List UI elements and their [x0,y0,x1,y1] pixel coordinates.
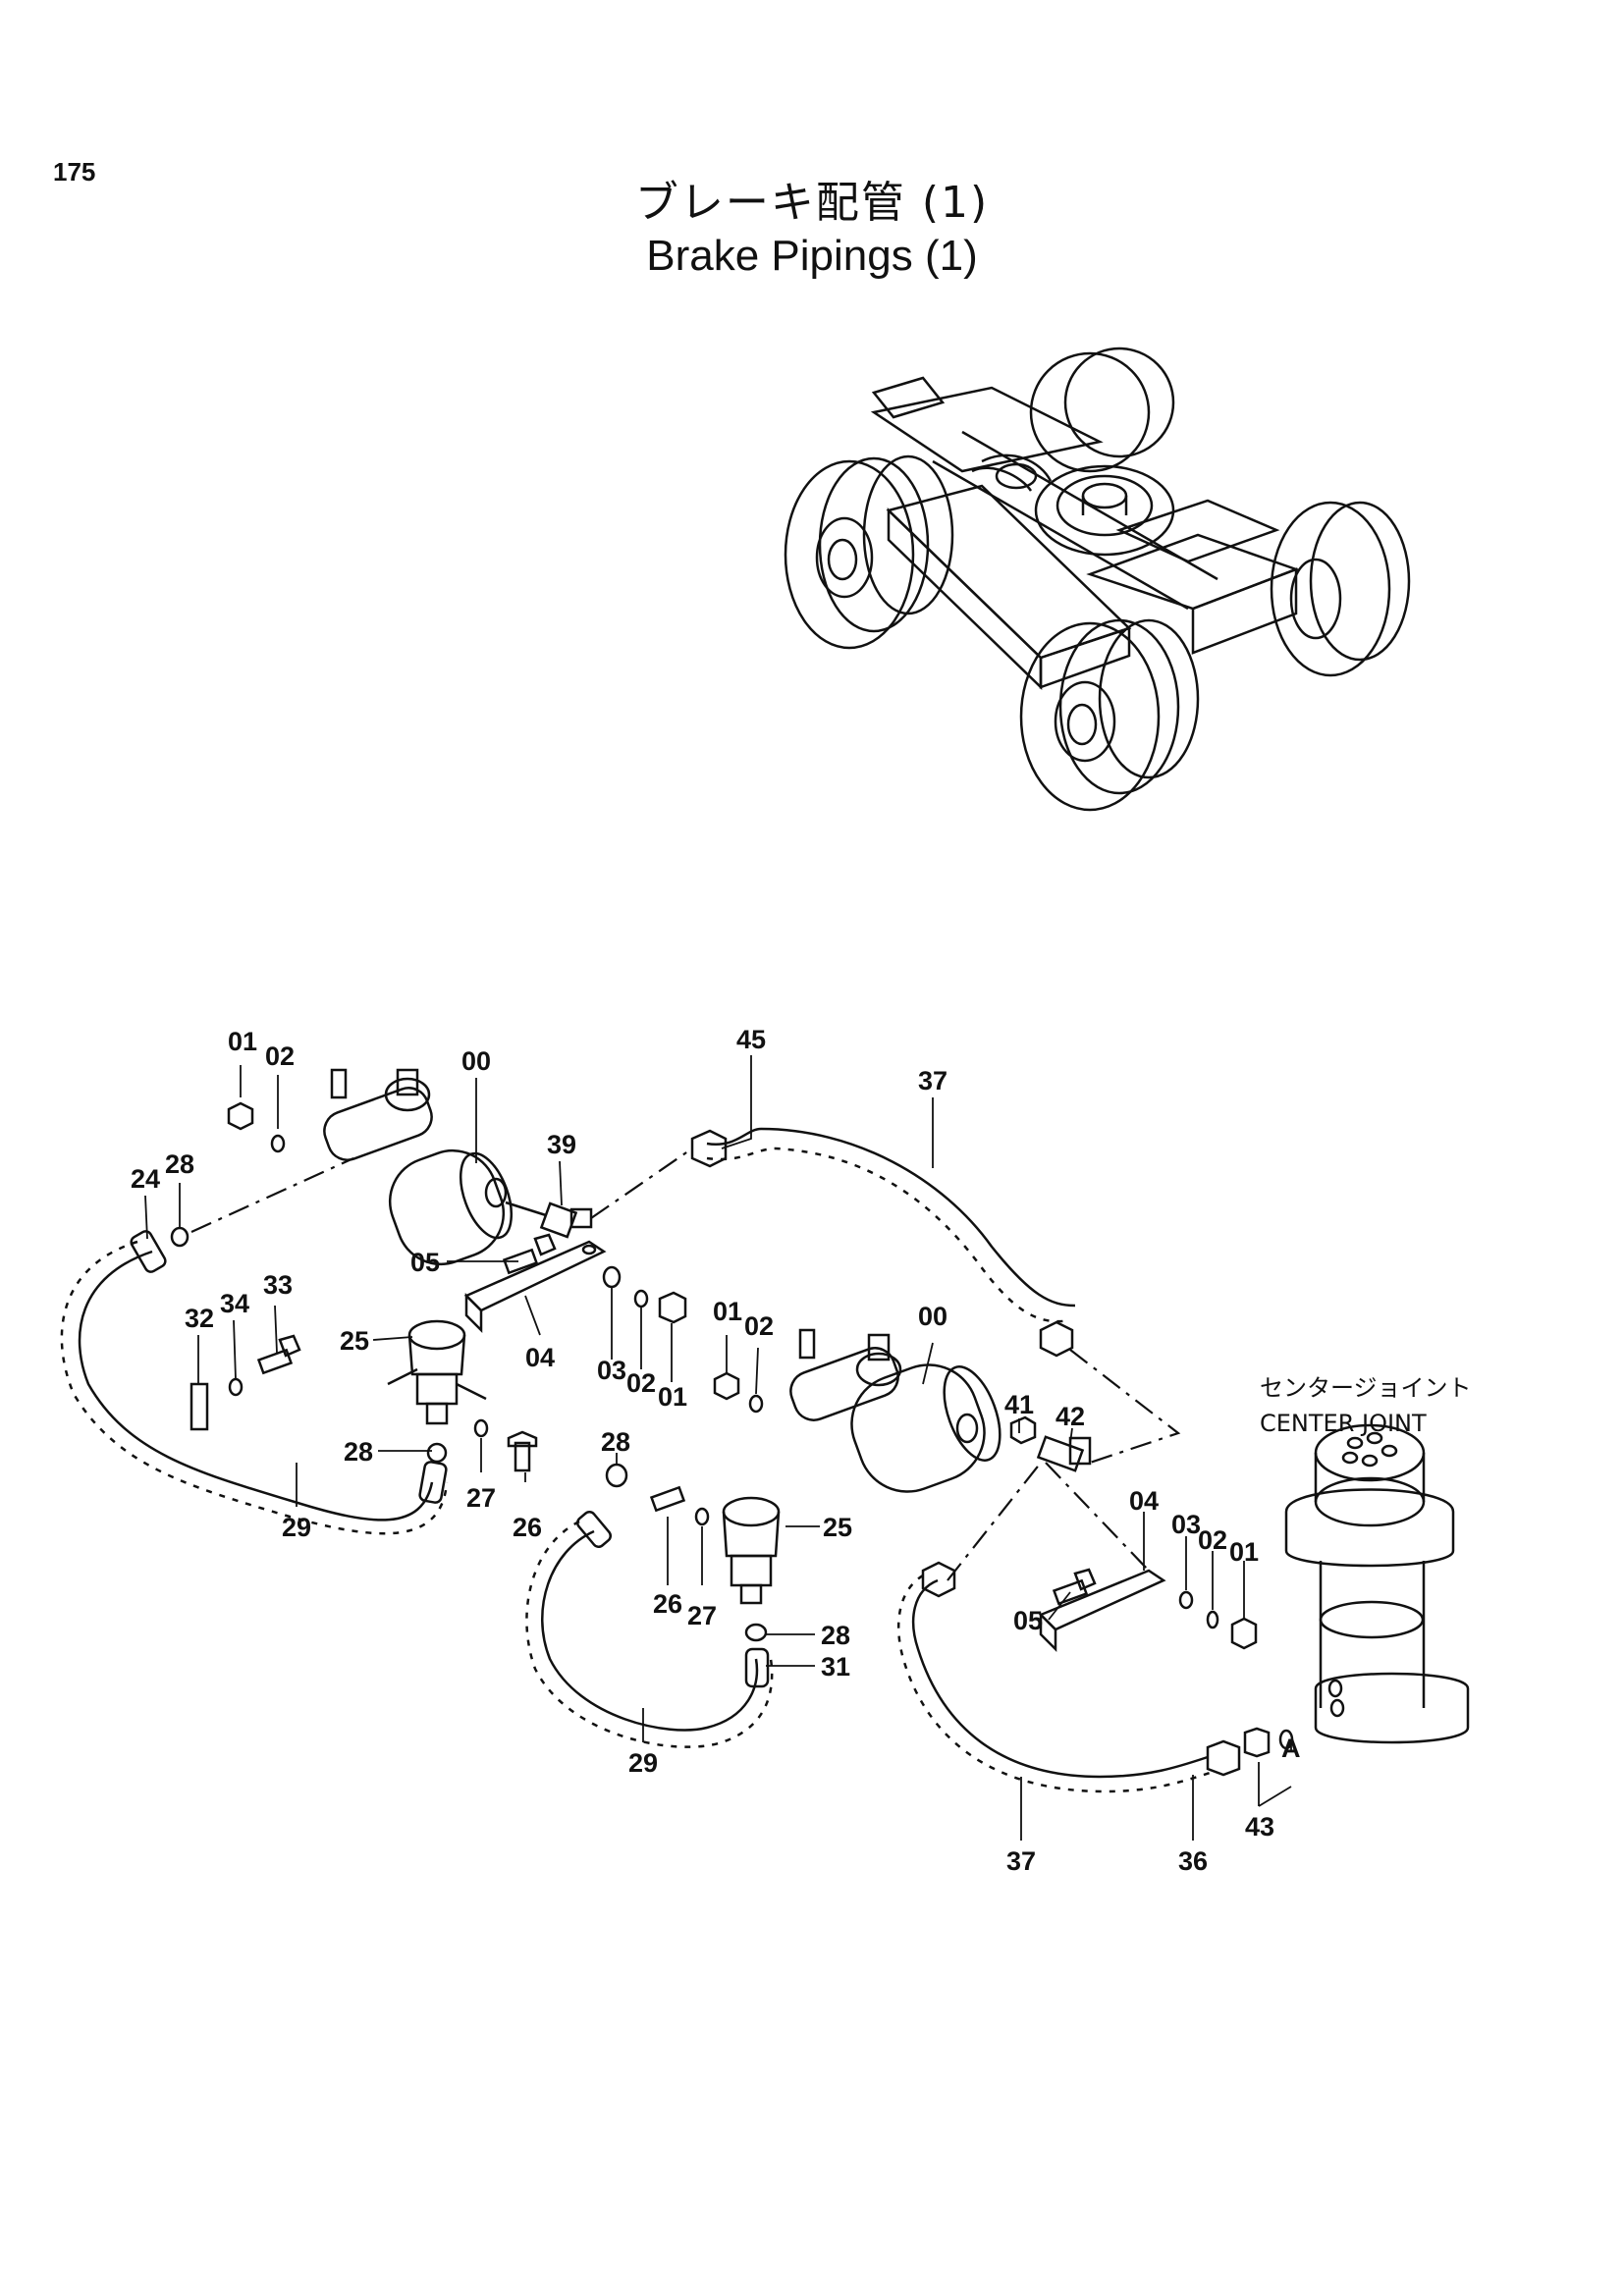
callout-27: 27 [466,1483,496,1513]
brake-valve-lower [789,1328,1001,1493]
hose-29-lower [525,1510,774,1748]
callout-A: A [1281,1734,1301,1763]
page-title-jp: ブレーキ配管 (1) [634,178,990,228]
callout-26: 26 [513,1513,542,1542]
callout-34: 34 [220,1289,249,1318]
reservoir-25-upper [387,1319,487,1425]
callout-28: 28 [601,1427,630,1457]
center-joint-label-en: CENTER JOINT [1260,1410,1427,1437]
callout-04: 04 [525,1343,555,1372]
center-joint-label-jp: センタージョイント [1260,1374,1472,1402]
callout-26: 26 [653,1589,682,1619]
callout-01: 01 [658,1382,687,1412]
callout-43: 43 [1245,1812,1274,1842]
callout-01: 01 [1229,1537,1259,1567]
callout-02: 02 [626,1368,656,1398]
callout-25: 25 [823,1513,852,1542]
leader-lines [144,1055,1292,1841]
undercarriage-illustration [784,347,1411,812]
hardware-lower [605,1371,1258,1650]
callout-04: 04 [1129,1486,1159,1516]
callout-28: 28 [344,1437,373,1467]
callout-31: 31 [821,1652,850,1682]
page-number: 175 [53,157,96,187]
callout-37: 37 [918,1066,947,1095]
brake-valve-upper [323,1068,514,1266]
callout-41: 41 [1004,1390,1034,1419]
hose-37-upper [690,1127,1076,1358]
pipe-links [190,1148,1181,1581]
callout-37: 37 [1006,1846,1036,1876]
callout-42: 42 [1056,1402,1085,1431]
callout-01: 01 [228,1027,257,1056]
callout-28: 28 [165,1149,194,1179]
callout-05: 05 [410,1248,440,1277]
callout-39: 39 [547,1130,576,1159]
callout-25: 25 [340,1326,369,1356]
page-title-en: Brake Pipings (1) [646,232,978,280]
callout-02: 02 [744,1311,774,1341]
callout-33: 33 [263,1270,293,1300]
callout-27: 27 [687,1601,717,1630]
callout-05: 05 [1013,1606,1043,1635]
callout-36: 36 [1178,1846,1208,1876]
callout-02: 02 [265,1041,295,1071]
callout-29: 29 [282,1513,311,1542]
callout-28: 28 [821,1621,850,1650]
callout-45: 45 [736,1025,766,1054]
callout-32: 32 [185,1304,214,1333]
elbow-39 [505,1201,593,1239]
callout-03: 03 [1171,1510,1201,1539]
callout-01: 01 [713,1297,742,1326]
callout-03: 03 [597,1356,626,1385]
bracket-04-lower [1038,1569,1166,1653]
hardware-upper [170,1101,687,1472]
callout-labels: 01 02 00 45 37 39 28 24 05 33 34 32 25 0… [131,1025,1472,1876]
reservoir-25-lower [722,1496,781,1605]
callout-00: 00 [918,1302,947,1331]
center-joint-illustration [1284,1423,1470,1744]
bracket-04-upper [463,1240,607,1334]
hose-37-lower [897,1561,1294,1793]
callout-24: 24 [131,1164,160,1194]
callout-02: 02 [1198,1525,1227,1555]
callout-29: 29 [628,1748,658,1778]
hose-29-upper [60,1230,449,1535]
callout-00: 00 [461,1046,491,1076]
